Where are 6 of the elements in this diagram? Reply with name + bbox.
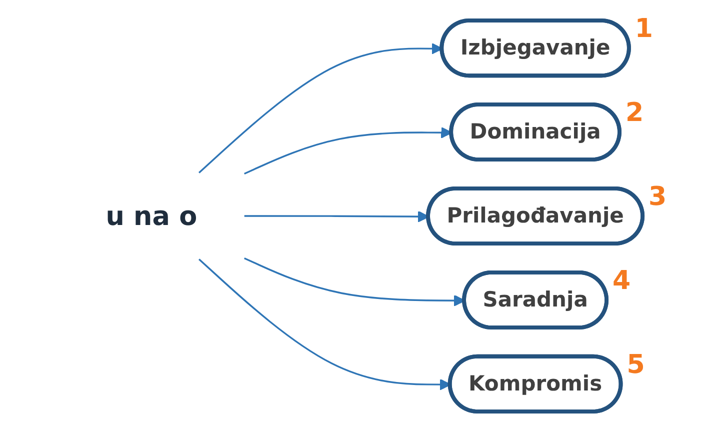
callout-number: 4 bbox=[612, 268, 631, 294]
node-text: u na o bbox=[106, 200, 198, 232]
callout-number: 3 bbox=[648, 184, 667, 210]
callout-number: 2 bbox=[625, 100, 644, 126]
callout-number: 5 bbox=[626, 352, 645, 378]
callout-number: 1 bbox=[634, 16, 653, 42]
